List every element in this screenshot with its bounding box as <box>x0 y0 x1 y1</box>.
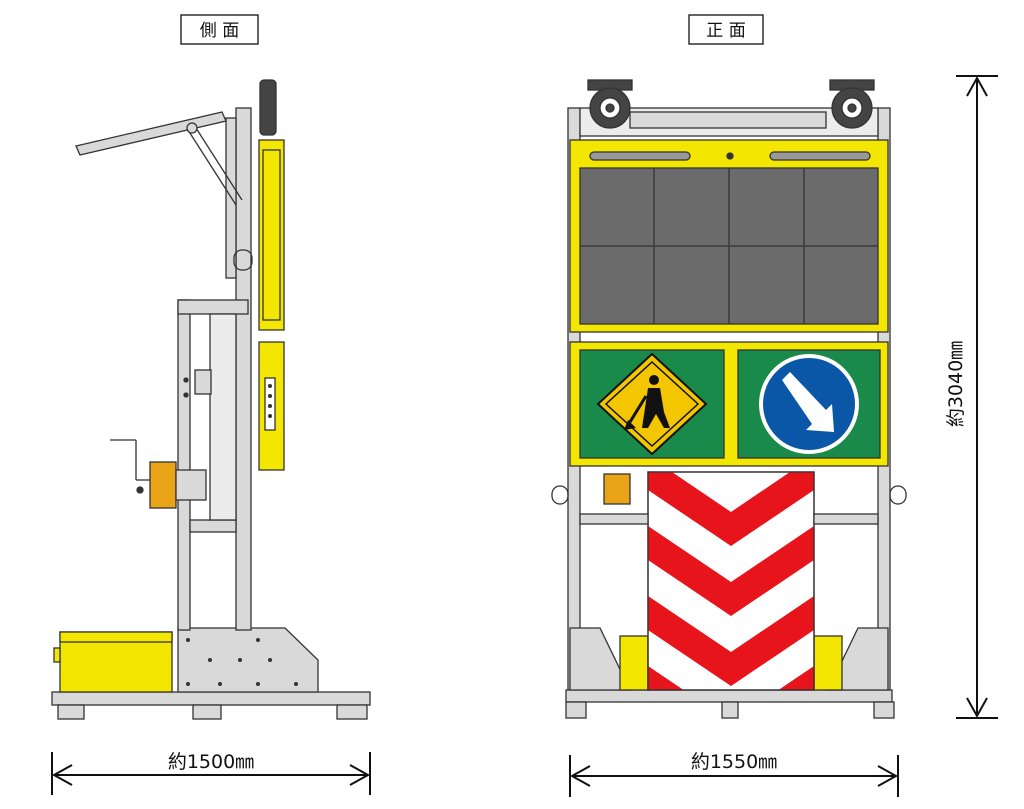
height-label: 約3040㎜ <box>945 341 967 427</box>
front-view-title: 正 面 <box>688 14 764 45</box>
winch-drum <box>149 461 177 509</box>
front-foot-left <box>565 701 587 719</box>
side-view-label: 側 面 <box>200 21 239 41</box>
side-view-title: 側 面 <box>180 14 259 45</box>
keep-right-arrow-sign-icon <box>759 354 859 454</box>
front-left-battery <box>619 635 649 691</box>
battery-box-latch <box>53 647 61 663</box>
battery-box-lid <box>59 631 173 643</box>
mast-hook <box>233 249 253 271</box>
front-width-label: 約1550㎜ <box>691 751 777 773</box>
solar-panel <box>75 111 227 156</box>
front-width-dimension <box>569 755 899 797</box>
front-left-hook <box>551 485 569 505</box>
front-right-hook <box>889 485 907 505</box>
rear-frame-post <box>177 299 191 631</box>
side-width-label: 約1500㎜ <box>168 751 254 773</box>
solar-pivot <box>186 122 198 134</box>
side-base-bolts <box>186 638 298 686</box>
front-base-rail <box>565 689 893 703</box>
winch-housing <box>175 469 207 501</box>
front-solar-panel <box>629 111 827 129</box>
front-foot-right <box>873 701 895 719</box>
solar-strut-2 <box>195 127 243 201</box>
side-warning-light <box>259 79 277 136</box>
front-winch <box>603 473 631 505</box>
front-view <box>551 79 907 719</box>
side-foot-middle <box>192 704 222 720</box>
left-warning-light <box>587 79 633 129</box>
side-bracket <box>194 369 212 395</box>
solar-strut <box>187 129 237 206</box>
side-base-plate <box>177 627 319 693</box>
chevron-stripes <box>648 472 814 690</box>
rear-frame-top <box>177 299 249 315</box>
side-foot-left <box>57 704 85 720</box>
rear-frame-crossbar <box>189 519 237 533</box>
front-foot-middle <box>721 701 739 719</box>
front-right-battery <box>813 635 843 691</box>
rear-frame-panel <box>209 313 237 521</box>
main-mast <box>235 107 252 631</box>
road-work-sign-icon <box>596 352 708 456</box>
side-width-dimension <box>51 752 371 795</box>
front-view-label: 正 面 <box>706 21 745 41</box>
right-warning-light <box>829 79 875 129</box>
side-base-rail <box>51 691 371 706</box>
side-view <box>51 79 371 720</box>
side-foot-right <box>336 704 368 720</box>
height-dimension <box>956 75 998 719</box>
